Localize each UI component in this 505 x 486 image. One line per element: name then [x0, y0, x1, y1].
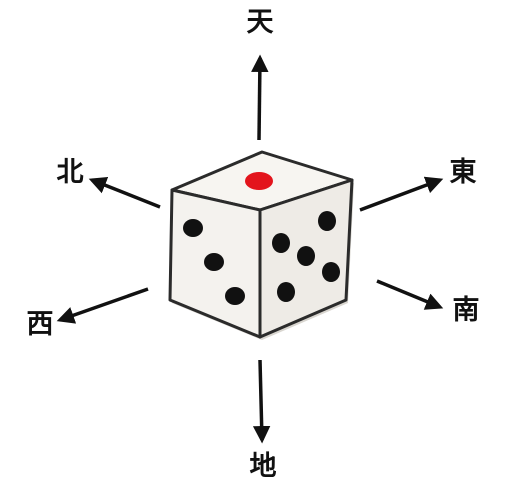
right-pip: [277, 282, 295, 302]
label-southeast: 南: [446, 296, 486, 326]
arrow-up: [259, 58, 260, 140]
label-west: 西: [20, 310, 60, 340]
label-northwest: 北: [50, 158, 90, 188]
arrow-east: [360, 180, 440, 210]
left-pip: [183, 219, 203, 237]
right-pip: [322, 262, 340, 282]
right-pip: [297, 246, 315, 266]
label-east: 東: [443, 158, 483, 188]
right-pip: [318, 211, 336, 231]
arrow-southeast: [377, 281, 440, 307]
left-pip: [225, 287, 245, 305]
arrow-northwest: [92, 180, 160, 207]
top-pip: [245, 172, 273, 190]
arrow-down: [260, 360, 262, 440]
left-pip: [204, 253, 224, 271]
right-pip: [272, 233, 290, 253]
die: [170, 152, 354, 340]
arrow-west: [60, 289, 148, 320]
label-up: 天: [240, 8, 280, 38]
label-down: 地: [243, 452, 283, 482]
